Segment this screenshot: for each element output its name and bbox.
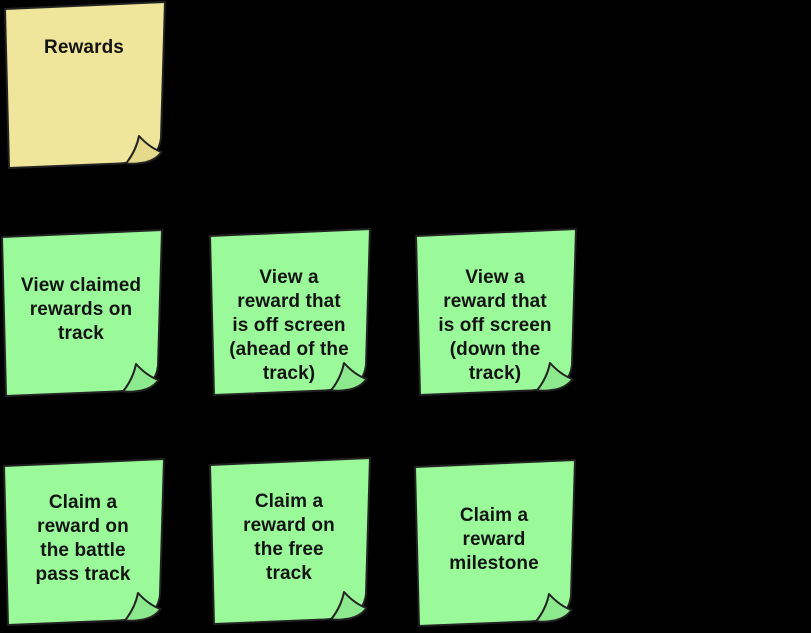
sticky-note-claim-milestone[interactable]: Claim a reward milestone: [411, 458, 577, 628]
corner-curl-icon: [330, 362, 368, 392]
corner-curl-icon: [330, 591, 368, 621]
sticky-note-text: Claim a reward on the battle pass track: [35, 492, 131, 585]
corner-curl-icon: [124, 592, 162, 622]
sticky-note-view-reward-down[interactable]: View a reward that is off screen (down t…: [412, 227, 578, 397]
sticky-note-shape: [414, 459, 576, 627]
sticky-note-text: View claimed rewards on track: [20, 275, 142, 344]
corner-curl-icon: [536, 362, 574, 392]
sticky-note-claim-free-track[interactable]: Claim a reward on the free track: [206, 456, 372, 626]
corner-curl-icon: [535, 593, 573, 623]
sticky-note-view-claimed-rewards[interactable]: View claimed rewards on track: [0, 228, 164, 398]
sticky-note-text: Claim a reward milestone: [449, 505, 539, 574]
sticky-note-claim-battle-pass[interactable]: Claim a reward on the battle pass track: [0, 457, 166, 627]
sticky-note-shape: [209, 228, 371, 396]
sticky-note-text: Claim a reward on the free track: [243, 491, 335, 584]
corner-curl-icon: [125, 135, 163, 165]
sticky-note-view-reward-ahead[interactable]: View a reward that is off screen (ahead …: [206, 227, 372, 397]
sticky-note-text: View a reward that is off screen (ahead …: [229, 267, 349, 384]
sticky-note-shape: [209, 457, 371, 625]
corner-curl-icon: [122, 363, 160, 393]
sticky-note-text: View a reward that is off screen (down t…: [438, 267, 552, 384]
sticky-note-shape: [1, 229, 163, 397]
sticky-note-rewards[interactable]: Rewards: [1, 0, 167, 170]
sticky-note-shape: [4, 1, 166, 169]
sticky-note-shape: [415, 228, 577, 396]
sticky-note-text: Rewards: [44, 37, 124, 58]
sticky-note-shape: [3, 458, 165, 626]
